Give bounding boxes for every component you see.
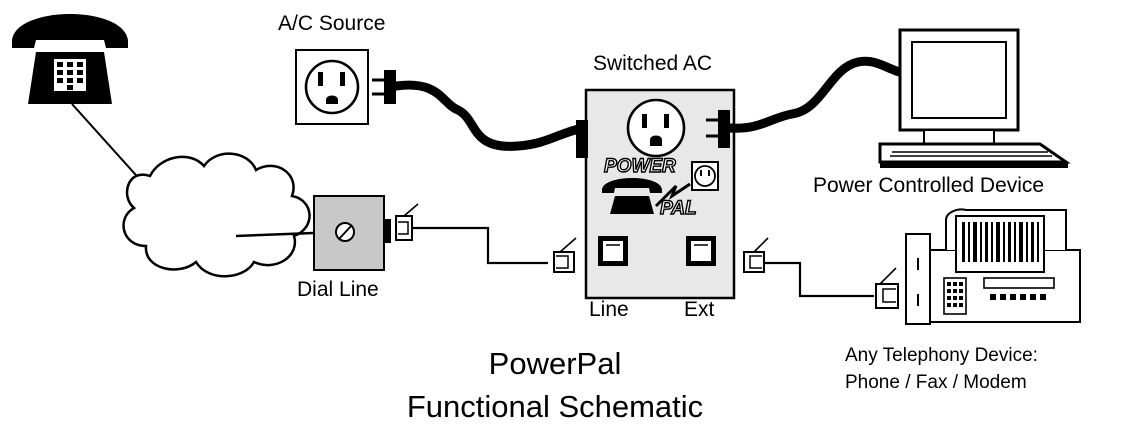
label-ext-jack: Ext: [684, 298, 715, 321]
ac-plug-icon: [718, 110, 730, 148]
switched-outlet: [626, 98, 686, 158]
network-cloud: [122, 152, 311, 278]
label-line-jack: Line: [589, 298, 629, 321]
ext-to-device-cable: [764, 261, 874, 298]
rj11-plug-icon: [875, 267, 899, 309]
powerpal-logo: POWER PAL: [602, 155, 719, 220]
line-jack: [598, 236, 628, 266]
label-ac-source: A/C Source: [278, 12, 386, 35]
rj11-plug-icon: [553, 237, 577, 273]
logo-word-pal: PAL: [660, 198, 697, 219]
label-power-controlled-device: Power Controlled Device: [813, 174, 1045, 197]
telephone-icon: [12, 14, 128, 104]
dial-line-wall-jack: [313, 195, 391, 271]
diagram-title: PowerPal: [488, 346, 622, 381]
rj11-plug-icon: [395, 203, 419, 241]
label-telephony-device: Any Telephony Device:: [845, 345, 1038, 366]
diagram-subtitle: Functional Schematic: [406, 389, 704, 424]
logo-word-power: POWER: [604, 156, 676, 177]
ac-output-cord: [725, 56, 913, 133]
label-telephony-types: Phone / Fax / Modem: [845, 372, 1027, 393]
rj11-plug-icon: [743, 237, 769, 273]
fax-paper-barcode: [962, 222, 1039, 262]
dialline-to-line-jack-cable: [412, 226, 548, 265]
ac-plug-icon: [384, 70, 396, 104]
ac-source-outlet: [295, 49, 369, 125]
ext-jack: [686, 236, 716, 266]
label-switched-ac: Switched AC: [593, 52, 713, 75]
computer-icon: [878, 28, 1071, 168]
ac-input-cord: [391, 80, 589, 151]
fax-machine-icon: [905, 208, 1081, 325]
label-dial-line: Dial Line: [297, 278, 379, 301]
